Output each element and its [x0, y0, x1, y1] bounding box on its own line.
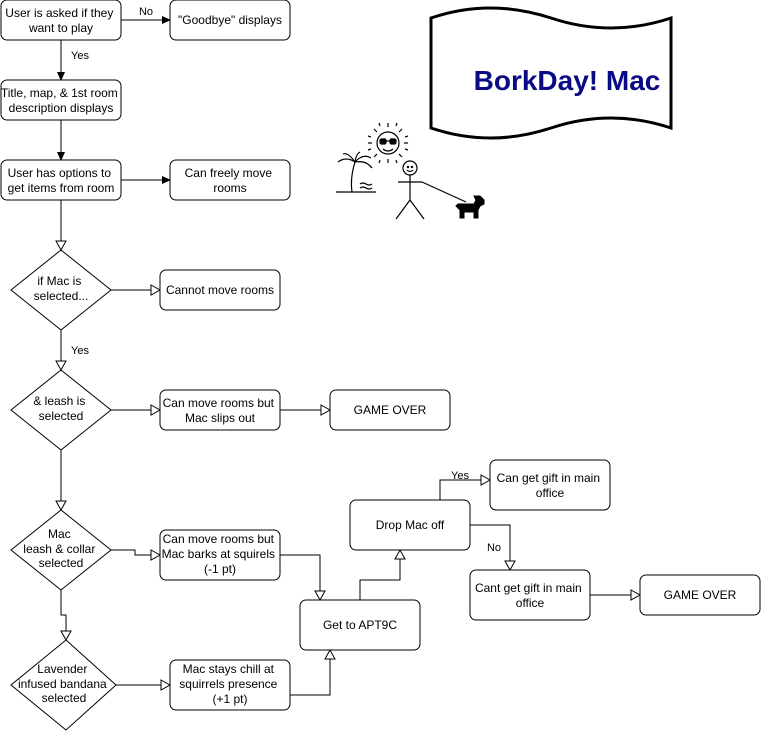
node-barks: [159, 529, 281, 581]
leash-line: [421, 181, 467, 203]
palm-tree-icon: [336, 151, 376, 193]
banner-title: BorkDay! Mac: [474, 65, 661, 96]
decision-bandana: [10, 639, 117, 731]
label-cant-gift: Cant get gift in main office: [475, 581, 585, 610]
node-game-over-1: [329, 389, 451, 431]
label-chill: Mac stays chill at squirrels presence (+…: [179, 662, 280, 706]
label-cannot-move: Cannot move rooms: [166, 283, 274, 297]
node-free-move: [169, 159, 291, 201]
decision-leash: [10, 369, 112, 451]
sun-sunglasses-icon: [367, 122, 409, 164]
label-drop-mac: Drop Mac off: [376, 518, 445, 532]
label-title-map: Title, map, & 1st room description displ…: [1, 86, 121, 115]
node-options: [0, 159, 122, 201]
label-game-over-2: GAME OVER: [664, 588, 737, 602]
node-can-gift: [489, 459, 611, 511]
node-game-over-2: [639, 574, 761, 616]
decision-if-mac: [10, 249, 112, 331]
node-slips-out: [159, 389, 281, 431]
node-cannot-move: [159, 269, 281, 311]
node-apt9c: [299, 599, 421, 651]
node-cant-gift: [469, 569, 591, 621]
decision-collar: [10, 509, 112, 591]
node-chill: [169, 659, 291, 711]
edge-label-yes: Yes: [451, 470, 469, 482]
node-goodbye: [169, 0, 291, 41]
label-ask-play: User is asked if they want to play: [5, 6, 116, 35]
node-ask-play: [0, 0, 122, 41]
edge-drop-to-cangift: [439, 474, 492, 500]
edge-label-no: No: [487, 542, 501, 554]
label-apt9c: Get to APT9C: [323, 618, 397, 632]
label-goodbye: "Goodbye" displays: [178, 13, 282, 27]
edge-drop-to-cantgift: [470, 524, 516, 572]
edge-chill-to-apt9c: [290, 648, 336, 696]
dog-icon: [455, 195, 485, 219]
label-bandana: Lavender infused bandana selected: [18, 662, 110, 705]
label-if-mac: if Mac is selected...: [34, 274, 89, 303]
label-options: User has options to get items from room: [8, 166, 115, 195]
label-game-over-1: GAME OVER: [354, 403, 427, 417]
edge-barks-to-apt9c: [280, 554, 326, 602]
node-drop-mac: [349, 499, 471, 551]
label-can-gift: Can get gift in main office: [497, 471, 604, 500]
edge-collar-to-bandana: [60, 590, 72, 642]
edge-collar-to-barks: [111, 549, 162, 561]
label-free-move: Can freely move rooms: [185, 166, 276, 195]
edge-apt9c-to-drop: [359, 548, 406, 600]
label-collar: Mac leash & collar selected: [23, 527, 98, 570]
person-icon: [395, 160, 425, 220]
edge-label-yes: Yes: [71, 345, 89, 357]
banner-tape: [429, 6, 673, 140]
label-leash: & leash is selected: [33, 394, 88, 423]
node-title-map: [0, 79, 122, 121]
label-slips-out: Can move rooms but Mac slips out: [163, 396, 278, 425]
edge-label-yes: Yes: [71, 50, 89, 62]
edge-label-no: No: [139, 6, 153, 18]
label-barks: Can move rooms but Mac barks at squirels…: [162, 532, 279, 576]
